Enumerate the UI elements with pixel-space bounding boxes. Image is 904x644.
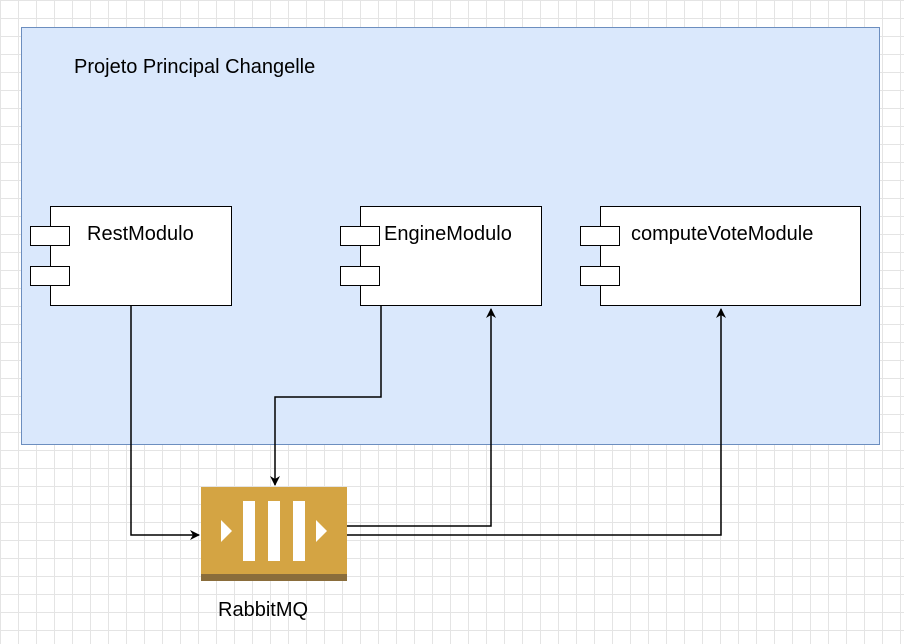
rest-module-port-bottom (30, 266, 70, 286)
compute-module-port-bottom (580, 266, 620, 286)
rest-module-label: RestModulo (87, 223, 194, 245)
rest-module-port-top (30, 226, 70, 246)
compute-module-label: computeVoteModule (631, 223, 814, 245)
container-title: Projeto Principal Changelle (74, 56, 316, 78)
compute-module-box: computeVoteModule (600, 206, 861, 306)
compute-module-port-top (580, 226, 620, 246)
engine-module-label: EngineModulo (384, 223, 512, 245)
engine-module-port-top (340, 226, 380, 246)
rest-module-box: RestModulo (50, 206, 232, 306)
queue-label: RabbitMQ (218, 599, 309, 621)
engine-module-port-bottom (340, 266, 380, 286)
engine-module-box: EngineModulo (360, 206, 542, 306)
queue-icon (201, 487, 347, 581)
